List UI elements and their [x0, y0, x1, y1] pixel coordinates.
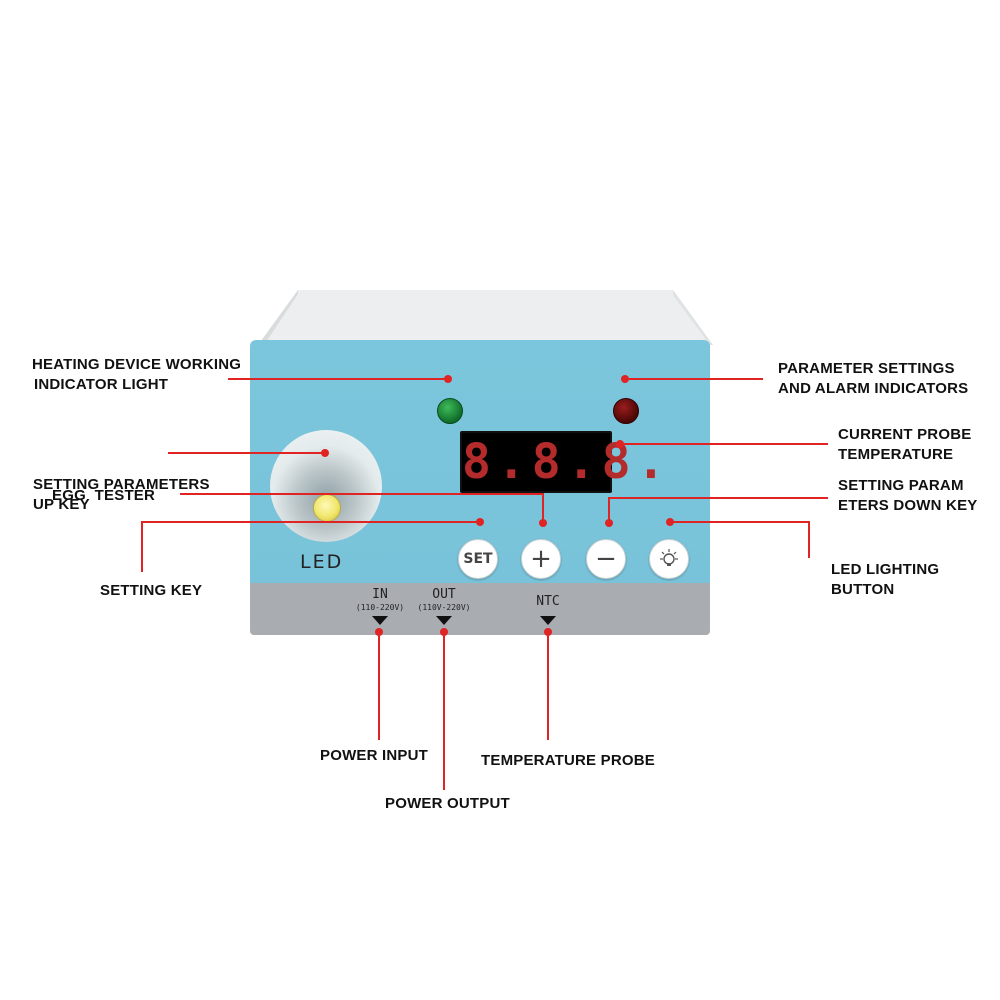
callout-down-key: SETTING PARAM ETERS DOWN KEY: [838, 477, 978, 514]
dot-led-btn: [666, 518, 674, 526]
dot-heating: [444, 375, 452, 383]
callout-alarm-indicator: PARAMETER SETTINGS AND ALARM INDICATORS: [778, 360, 969, 397]
port-ntc-label: NTC: [536, 594, 560, 609]
dot-egg: [321, 449, 329, 457]
led-label: LED: [300, 551, 344, 573]
callout-temperature-probe: TEMPERATURE PROBE: [481, 752, 655, 769]
leader-down: [608, 497, 828, 523]
port-in-label: IN (110-220V): [355, 587, 405, 612]
dot-set: [476, 518, 484, 526]
egg-tester[interactable]: [270, 430, 382, 542]
dot-probe-temp: [616, 440, 624, 448]
callout-up-key: SETTING PARAMETERS UP KEY: [33, 476, 210, 513]
device-case-top: [258, 290, 713, 345]
dot-power-out: [440, 628, 448, 636]
up-key[interactable]: +: [521, 539, 561, 579]
set-key[interactable]: SET: [458, 539, 498, 579]
callout-probe-temperature: CURRENT PROBE TEMPERATURE: [838, 426, 972, 463]
light-bulb-icon: [660, 549, 678, 566]
dot-alarm: [621, 375, 629, 383]
callout-setting-key: SETTING KEY: [100, 582, 203, 599]
alarm-indicator-light: [613, 398, 639, 424]
leader-led-btn: [670, 521, 810, 558]
callout-led-button: LED LIGHTING BUTTON: [831, 561, 940, 598]
callout-power-input: POWER INPUT: [320, 747, 429, 764]
port-in-marker: [372, 616, 388, 625]
port-ntc-marker: [540, 616, 556, 625]
port-out-label: OUT (110V-220V): [417, 587, 471, 612]
port-out-marker: [436, 616, 452, 625]
dot-temp-probe: [544, 628, 552, 636]
dot-up: [539, 519, 547, 527]
leader-set: [141, 521, 480, 572]
dot-down: [605, 519, 613, 527]
heating-indicator-light: [437, 398, 463, 424]
led-lighting-button[interactable]: [649, 539, 689, 579]
dot-power-in: [375, 628, 383, 636]
port-strip: [250, 583, 710, 635]
down-key[interactable]: −: [586, 539, 626, 579]
callout-egg-tester: EGG TESTER: [52, 487, 156, 504]
callout-heating-indicator: HEATING DEVICE WORKING INDICATOR LIGHT: [32, 356, 242, 393]
callout-power-output: POWER OUTPUT: [385, 795, 510, 812]
leader-up: [180, 493, 544, 523]
